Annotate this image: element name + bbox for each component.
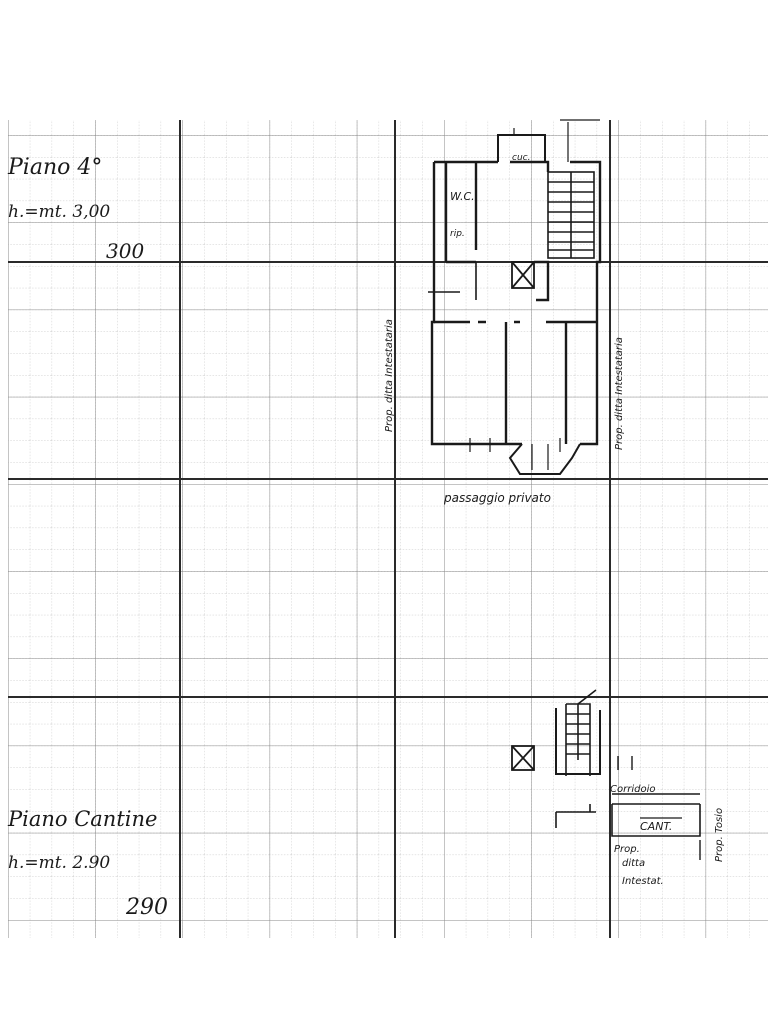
left-border-label: Prop. ditta Intestataria [384,319,395,432]
floor-4-height-scribble: 300 [106,239,144,263]
cellar-right-label: Prop. Tosio [714,808,725,862]
owner-label-3: Intestat. [622,876,664,887]
cellar-height-scribble: 290 [125,895,168,920]
cellar-stair [565,689,597,776]
cellar-plan [511,689,701,860]
floor-4-title: Piano 4° [7,155,102,180]
elevator-box [511,261,535,289]
floor-4-plan [428,119,602,475]
passage-label: passaggio privato [443,491,551,505]
room-label-wc: W.C. [450,190,475,203]
room-label-rip: rip. [450,229,465,239]
corridor-label: Corridoio [610,784,655,795]
owner-label-1: Prop. [614,844,640,855]
right-border-label: Prop. ditta Intestataria [614,337,625,450]
cellar-height: h.=mt. 2.90 [8,853,110,873]
cellar-title: Piano Cantine [7,807,157,831]
room-label-cuc: cuc. [512,153,530,163]
graph-paper-grid [8,120,768,938]
bay-window [508,443,581,475]
cellar-elevator-box [511,745,535,771]
stair-block [547,171,595,259]
floor-4-height: h.=mt. 3,00 [8,202,110,222]
cellar-room-label: CANT. [640,820,672,833]
plan-outer-wall [430,160,602,446]
plan-wc-wall [444,162,478,264]
owner-label-2: ditta [622,858,645,869]
